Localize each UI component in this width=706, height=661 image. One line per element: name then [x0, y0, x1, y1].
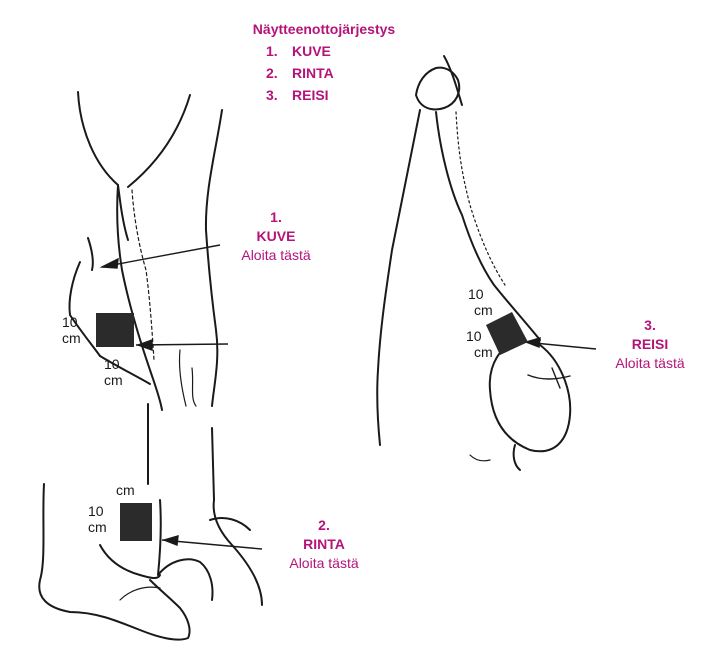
kuve-arrow-upper — [99, 257, 119, 269]
reisi-side-measurement: 10 cm — [466, 328, 493, 360]
sampling-order: Näytteenottojärjestys 1.KUVE 2.RINTA 3.R… — [236, 18, 412, 106]
reisi-callout: 3. REISI Aloita tästä — [600, 316, 700, 373]
kuve-callout-number: 1. — [270, 209, 282, 225]
rinta-sample-area — [120, 503, 152, 541]
reisi-callout-number: 3. — [644, 317, 656, 333]
rinta-pointer — [161, 539, 263, 550]
sampling-order-item: 2.RINTA — [266, 65, 334, 81]
thigh-carcass-drawing — [376, 55, 572, 471]
sampling-order-item: 3.REISI — [266, 87, 329, 103]
rinta-top-measurement: cm — [116, 482, 135, 498]
kuve-sample-area — [96, 313, 134, 347]
reisi-callout-note: Aloita tästä — [615, 355, 685, 371]
rinta-callout-name: RINTA — [303, 536, 345, 552]
kuve-callout-name: KUVE — [256, 228, 296, 244]
reisi-top-measurement: 10 cm — [468, 286, 493, 318]
rinta-side-measurement: 10 cm — [88, 503, 107, 535]
kuve-arrow-lower — [135, 339, 153, 351]
sampling-order-title: Näytteenottojärjestys — [252, 21, 396, 37]
rinta-callout: 2. RINTA Aloita tästä — [274, 516, 374, 573]
rinta-arrow — [161, 535, 179, 546]
chest-carcass-drawing — [38, 403, 263, 641]
reisi-sample-area — [486, 312, 528, 355]
kuve-side-measurement: 10 cm — [62, 314, 81, 346]
kuve-below-measurement: 10 cm — [104, 356, 123, 388]
reisi-arrow — [523, 337, 541, 348]
rinta-callout-note: Aloita tästä — [289, 555, 359, 571]
flank-carcass-drawing — [68, 91, 223, 411]
reisi-callout-name: REISI — [631, 336, 669, 352]
rinta-callout-number: 2. — [318, 517, 330, 533]
kuve-pointer-upper — [101, 244, 221, 268]
kuve-callout-note: Aloita tästä — [241, 247, 311, 263]
kuve-callout: 1. KUVE Aloita tästä — [226, 208, 326, 265]
sampling-order-item: 1.KUVE — [266, 43, 331, 59]
